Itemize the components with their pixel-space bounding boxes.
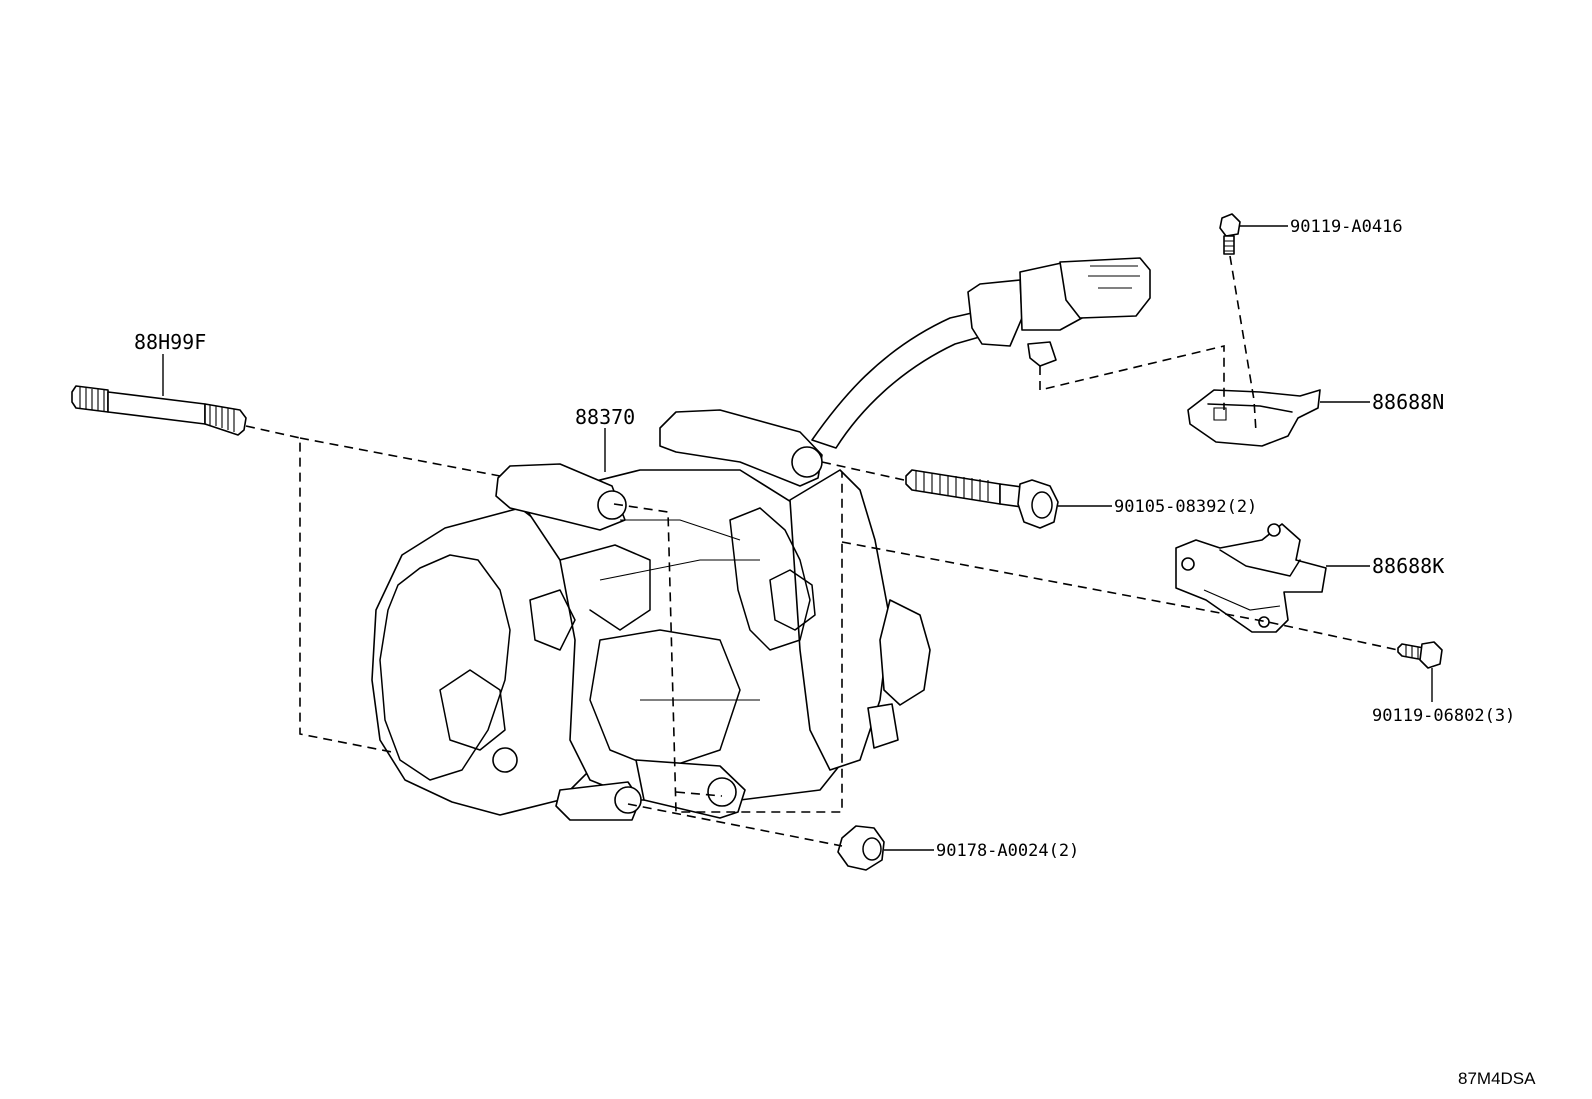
label-small-bolt[interactable]: 90119-06802(3)	[1372, 706, 1515, 726]
label-stud-bolt[interactable]: 88H99F	[134, 330, 206, 354]
bolt-90105-08392[interactable]	[905, 469, 1059, 529]
diagram-code: 87M4DSA	[1458, 1069, 1536, 1088]
bolt-90119-a0416[interactable]	[1219, 213, 1241, 255]
label-nut[interactable]: 90178-A0024(2)	[936, 841, 1079, 861]
label-upper-bracket[interactable]: 88688N	[1372, 390, 1444, 414]
nut-90178-a0024[interactable]	[837, 825, 885, 871]
compressor-88370[interactable]	[371, 409, 931, 821]
wire-harness-connector[interactable]	[811, 257, 1151, 449]
bracket-88688k[interactable]	[1175, 523, 1327, 633]
label-lower-bracket[interactable]: 88688K	[1372, 554, 1444, 578]
stud-bolt-88h99f[interactable]	[71, 385, 247, 436]
label-compressor[interactable]: 88370	[575, 405, 635, 429]
label-long-bolt[interactable]: 90105-08392(2)	[1114, 497, 1257, 517]
assembly-guide-lines	[245, 255, 1399, 847]
bolt-90119-06802[interactable]	[1397, 641, 1443, 669]
bracket-88688n[interactable]	[1187, 389, 1321, 447]
label-top-bolt[interactable]: 90119-A0416	[1290, 217, 1403, 237]
